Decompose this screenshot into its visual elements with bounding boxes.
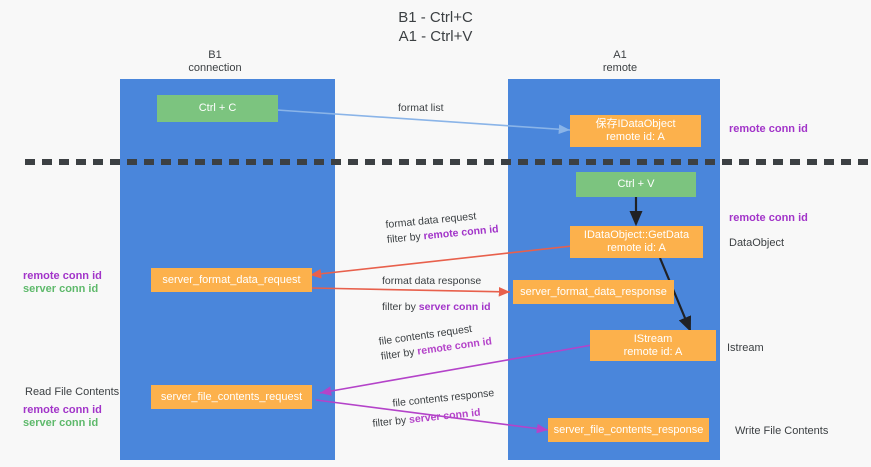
box-server-format-data-response[interactable]: server_format_data_response [513, 280, 674, 304]
box-save-idataobject[interactable]: 保存IDataObject remote id: A [570, 115, 701, 147]
edge-label-file-contents-response-filter: filter by server conn id [372, 405, 497, 431]
annotation-remote-conn-id-mid: remote conn id [729, 212, 808, 224]
annotation-left-remote-conn-id-2: remote conn id [23, 404, 102, 416]
filter-key-server-conn-id-2: server conn id [408, 406, 482, 426]
annotation-read-file-contents: Read File Contents [25, 386, 120, 398]
box-ctrl-v[interactable]: Ctrl + V [576, 172, 696, 197]
box-server-file-contents-request[interactable]: server_file_contents_request [151, 385, 312, 409]
box-istream[interactable]: IStream remote id: A [590, 330, 716, 361]
box-server-format-data-request[interactable]: server_format_data_request [151, 268, 312, 292]
filter-prefix: filter by [371, 414, 410, 430]
edge-label-format-list: format list [398, 102, 444, 114]
edge-label-file-contents-request-group: file contents request filter by remote c… [378, 320, 493, 363]
filter-prefix: filter by [386, 230, 425, 246]
edge-label-format-data-response-filter: filter by server conn id [382, 301, 491, 314]
annotation-left-server-conn-id: server conn id [23, 283, 99, 295]
edge-label-format-data-response: format data response [382, 275, 482, 287]
edge-label-file-contents-response-group: file contents response filter by server … [370, 387, 497, 431]
annotation-write-file-contents: Write File Contents [735, 425, 829, 437]
box-ctrl-c[interactable]: Ctrl + C [157, 95, 278, 122]
box-server-file-contents-response[interactable]: server_file_contents_response [548, 418, 709, 442]
edge-label-format-data-response-group: format data response filter by server co… [382, 275, 491, 314]
annotation-left-server-conn-id-2: server conn id [23, 417, 99, 429]
box-idataobject-getdata[interactable]: IDataObject::GetData remote id: A [570, 226, 703, 258]
annotation-istream: Istream [727, 342, 764, 354]
diagram-title: B1 - Ctrl+C A1 - Ctrl+V [398, 9, 473, 45]
edge-label-format-data-request-group: format data request filter by remote con… [385, 208, 499, 247]
filter-prefix: filter by [382, 301, 419, 313]
column-caption-left: B1 connection [188, 49, 242, 74]
filter-prefix: filter by [380, 345, 419, 363]
annotation-left-remote-conn-id: remote conn id [23, 270, 102, 282]
filter-key-server-conn-id: server conn id [418, 301, 491, 313]
column-caption-right: A1 remote [602, 49, 638, 74]
annotation-dataobject: DataObject [729, 237, 785, 249]
annotation-remote-conn-id-top: remote conn id [729, 123, 808, 135]
